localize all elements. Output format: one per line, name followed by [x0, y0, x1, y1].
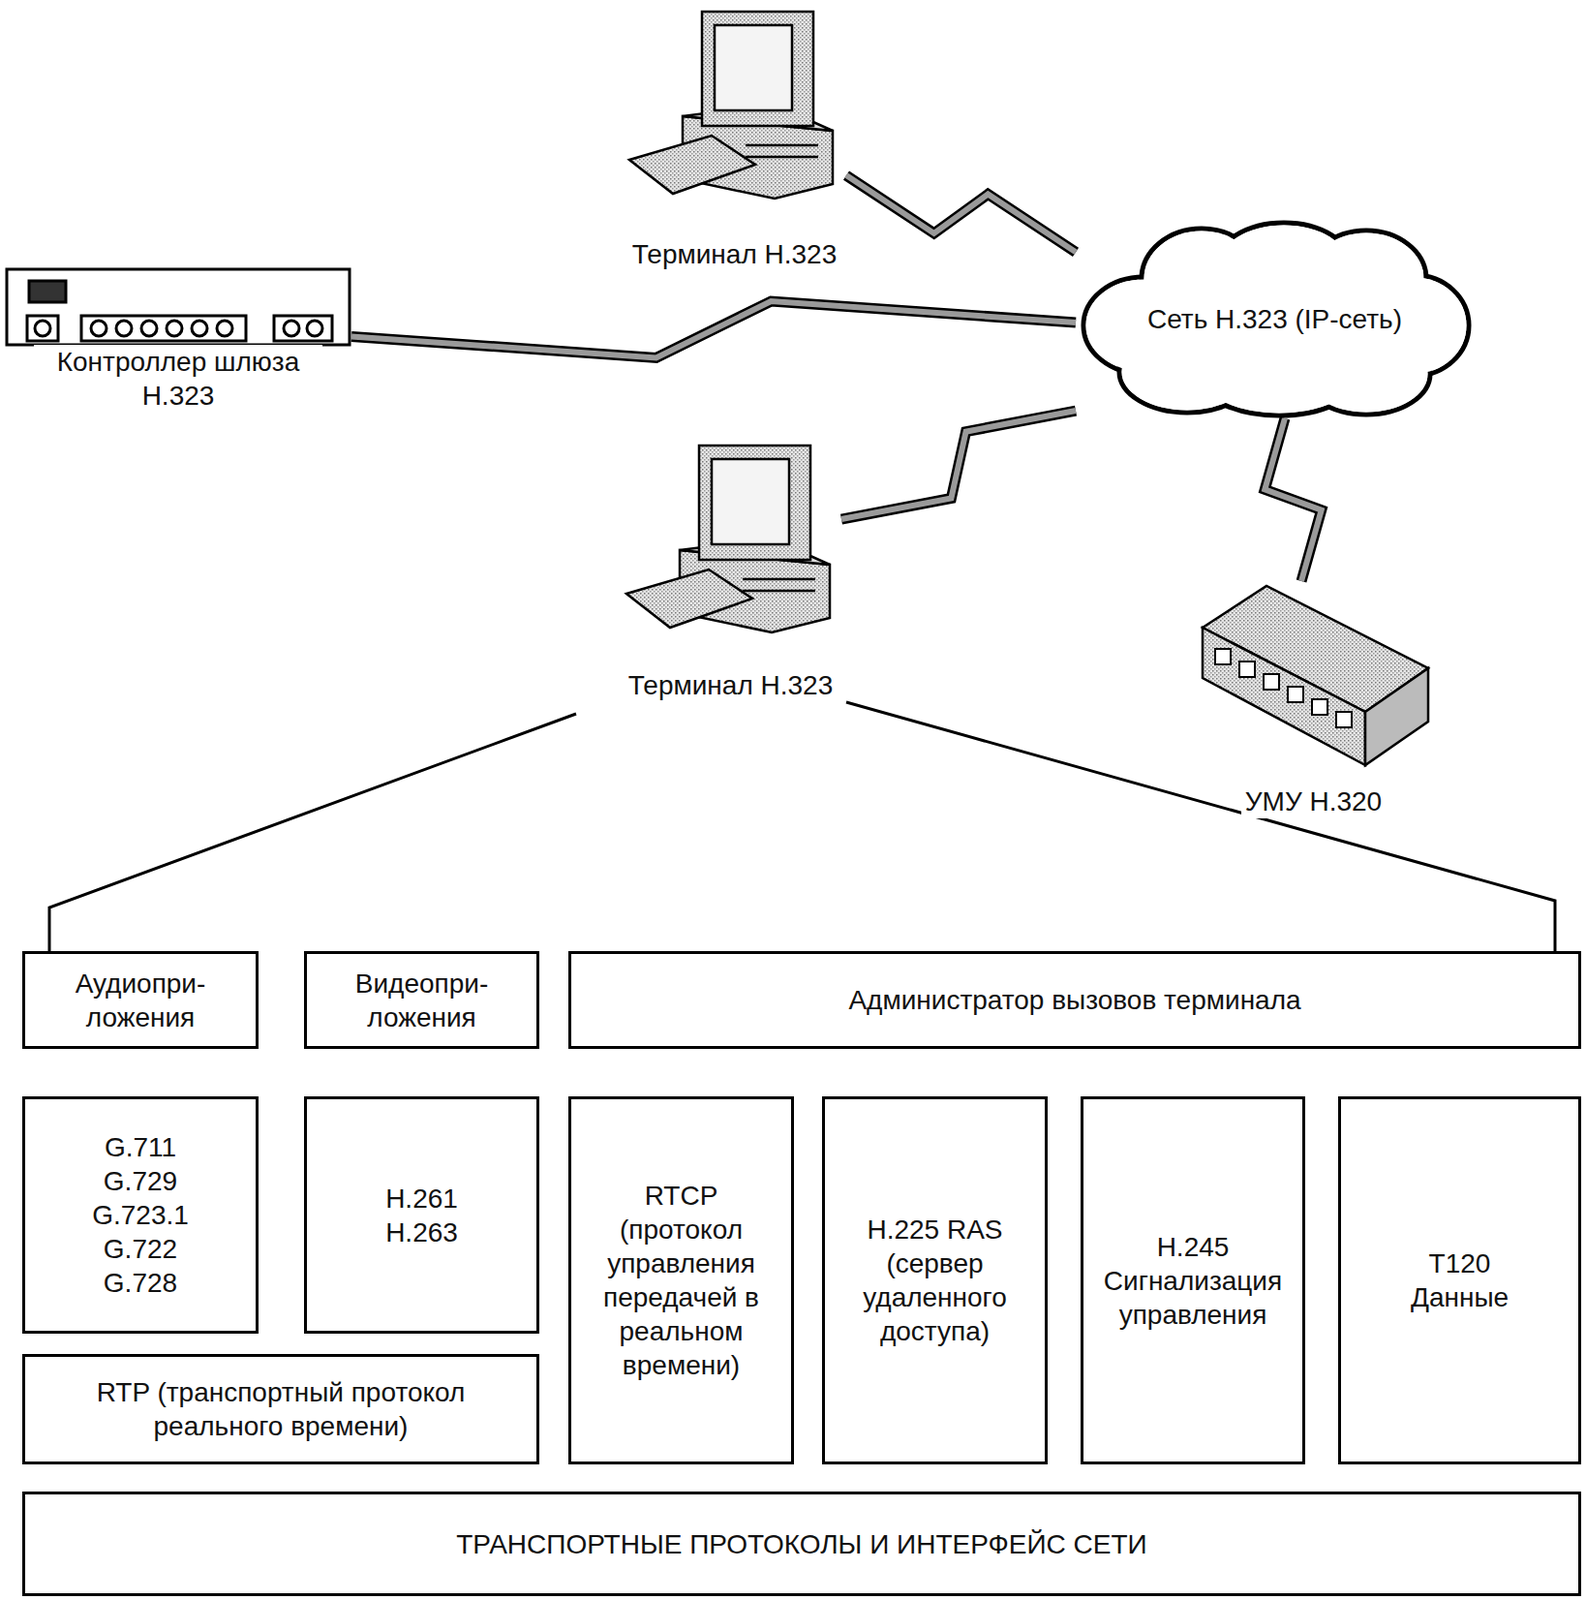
- link-stroke: [846, 175, 1076, 252]
- node-label: RTCP (протокол управления передачей в ре…: [584, 1178, 778, 1382]
- link-stroke: [841, 410, 1076, 519]
- node-label: T120 Данные: [1410, 1246, 1509, 1314]
- lightning-link: [846, 175, 1076, 252]
- protocol-box: H.225 RAS (сервер удаленного доступа): [822, 1096, 1048, 1464]
- device-label: Терминал H.323: [624, 668, 837, 702]
- mcu: УМУ H.320: [1198, 580, 1429, 819]
- node-label: Сеть H.323 (IP-сеть): [1147, 302, 1403, 336]
- device-label: Контроллер шлюза H.323: [33, 344, 323, 413]
- terminal: Терминал H.323: [622, 4, 847, 272]
- app-box: Аудиопри- ложения: [22, 950, 259, 1049]
- node-label: H.225 RAS (сервер удаленного доступа): [862, 1212, 1007, 1348]
- node-label: RTP (транспортный протокол реального вре…: [38, 1374, 523, 1443]
- link-stroke: [1264, 418, 1321, 581]
- computer-icon: [626, 445, 830, 633]
- node-label: G.711 G.729 G.723.1 G.722 G.728: [91, 1129, 189, 1300]
- bracket-line: [49, 701, 1556, 951]
- lightning-link: [1264, 418, 1321, 581]
- protocol-box: H.245 Сигнализация управления: [1080, 1096, 1306, 1464]
- lightning-link: [351, 301, 1076, 358]
- link-stroke: [1264, 418, 1321, 581]
- node-label: Аудиопри- ложения: [38, 966, 243, 1035]
- link-stroke: [841, 410, 1076, 519]
- link-stroke: [846, 175, 1076, 252]
- terminal: Терминал H.323: [619, 438, 842, 702]
- device-label: Терминал H.323: [628, 237, 841, 272]
- link-stroke: [351, 301, 1076, 358]
- link-stroke: [351, 301, 1076, 358]
- network-cloud: Сеть H.323 (IP-сеть): [1075, 218, 1474, 419]
- gateway-device: [6, 269, 350, 345]
- protocol-box: RTCP (протокол управления передачей в ре…: [568, 1096, 794, 1464]
- protocol-box: RTP (транспортный протокол реального вре…: [22, 1353, 540, 1464]
- node-label: ТРАНСПОРТНЫЕ ПРОТОКОЛЫ И ИНТЕРФЕЙС СЕТИ: [456, 1526, 1148, 1561]
- computer-icon: [629, 11, 833, 199]
- lightning-link: [841, 410, 1076, 519]
- codec-box: G.711 G.729 G.723.1 G.722 G.728: [22, 1096, 259, 1334]
- codec-box: H.261 H.263: [304, 1096, 540, 1334]
- node-label: Видеопри- ложения: [320, 966, 523, 1035]
- node-label: H.261 H.263: [385, 1181, 458, 1250]
- call-manager-box: Администратор вызовов терминала: [568, 950, 1582, 1049]
- transport-band: ТРАНСПОРТНЫЕ ПРОТОКОЛЫ И ИНТЕРФЕЙС СЕТИ: [22, 1491, 1582, 1596]
- mcu-device: [1202, 585, 1429, 765]
- gatekeeper: Контроллер шлюза H.323: [4, 267, 352, 413]
- node-label: H.245 Сигнализация управления: [1103, 1229, 1282, 1332]
- device-label: УМУ H.320: [1241, 784, 1386, 819]
- protocol-box: T120 Данные: [1338, 1096, 1582, 1464]
- app-box: Видеопри- ложения: [304, 950, 540, 1049]
- node-label: Администратор вызовов терминала: [848, 982, 1301, 1017]
